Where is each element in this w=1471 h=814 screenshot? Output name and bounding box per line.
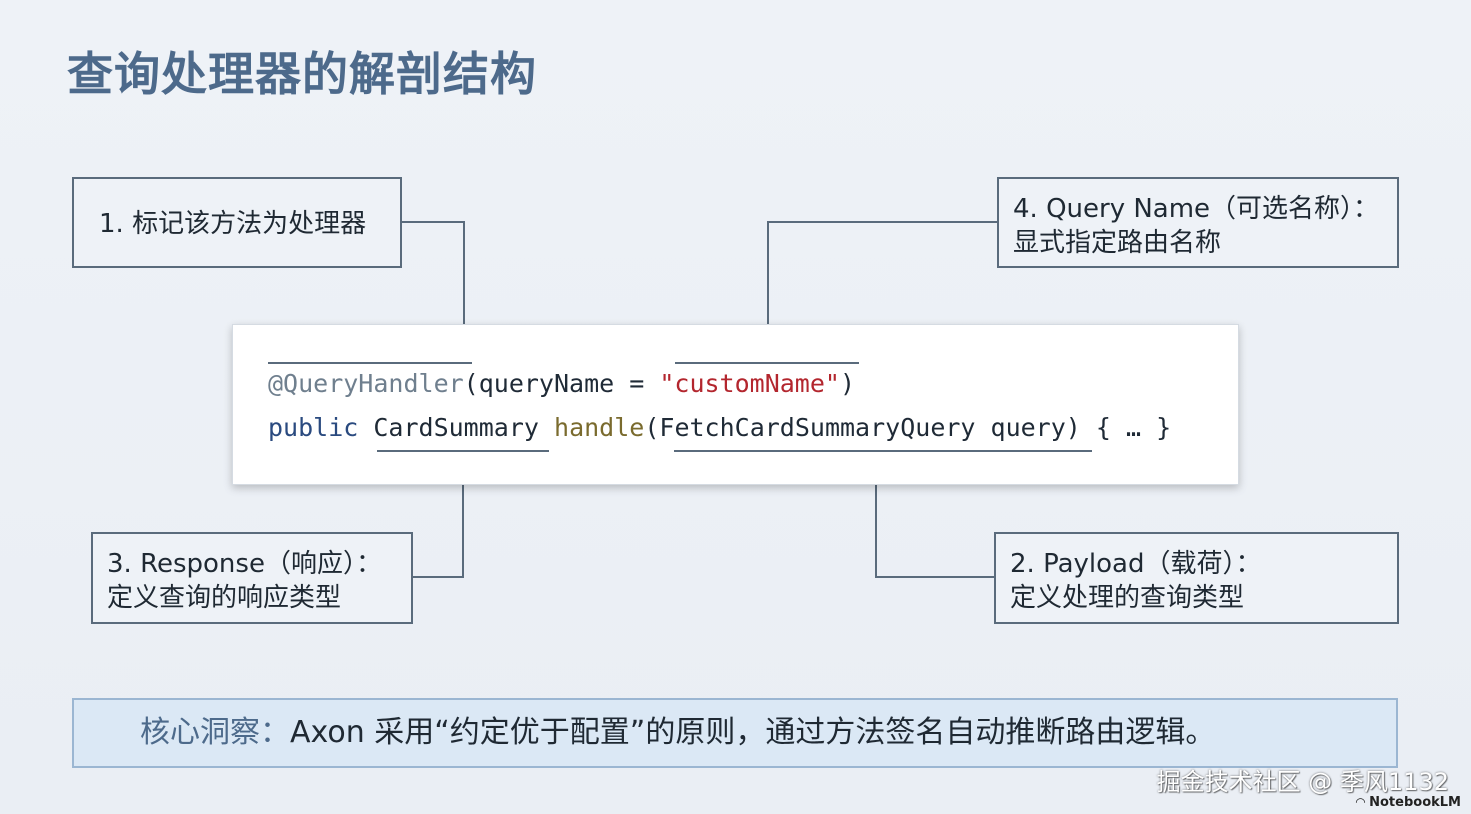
notebooklm-logo-icon: ◠ [1355, 795, 1366, 809]
callout-marker: 1. 标记该方法为处理器 [72, 177, 402, 268]
code-param-rest: query) { … } [975, 413, 1172, 442]
callout-response-title: 3. Response（响应）： [107, 549, 382, 579]
callout-marker-text: 1. 标记该方法为处理器 [99, 209, 367, 239]
connector-response-h [412, 576, 464, 578]
connector-payload-v [875, 452, 877, 578]
callout-query-name-desc: 显式指定路由名称 [1013, 228, 1222, 258]
code-keyword: public [268, 413, 359, 442]
code-space [358, 413, 373, 442]
connector-query-name-h [767, 221, 998, 223]
code-open-paren: ( [644, 413, 660, 442]
brand-logo: ◠NotebookLM [1356, 795, 1461, 810]
code-return-type: CardSummary [373, 413, 539, 442]
callout-query-name: 4. Query Name（可选名称）： 显式指定路由名称 [997, 177, 1399, 268]
callout-response: 3. Response（响应）： 定义查询的响应类型 [91, 532, 413, 624]
code-string-literal: "customName" [659, 369, 840, 398]
watermark: 掘金技术社区 @ 季风1132 [1156, 768, 1449, 796]
callout-payload: 2. Payload（载荷）： 定义处理的查询类型 [994, 532, 1399, 624]
connector-marker-v [463, 221, 465, 363]
code-snippet-panel [232, 324, 1239, 485]
connector-payload-h [875, 576, 995, 578]
code-param-type: FetchCardSummaryQuery [659, 413, 976, 442]
brand-name: NotebookLM [1369, 795, 1461, 810]
code-annotation: @QueryHandler [268, 369, 464, 398]
connector-marker-h [401, 221, 465, 223]
insight-text: Axon 采用“约定优于配置”的原则，通过方法签名自动推断路由逻辑。 [290, 715, 1216, 750]
underline-param-type [674, 450, 1092, 452]
connector-response-v [462, 452, 464, 578]
underline-query-name [675, 362, 859, 364]
code-line-annotation: @QueryHandler(queryName = "customName") [268, 369, 855, 398]
underline-return-type [377, 450, 549, 452]
callout-response-desc: 定义查询的响应类型 [107, 583, 342, 613]
code-param-open: (queryName = [463, 369, 660, 398]
code-method-name: handle [554, 413, 645, 442]
insight-banner: 核心洞察：Axon 采用“约定优于配置”的原则，通过方法签名自动推断路由逻辑。 [72, 698, 1398, 768]
insight-label: 核心洞察： [140, 715, 290, 750]
underline-annotation [268, 362, 472, 364]
callout-payload-desc: 定义处理的查询类型 [1010, 583, 1245, 613]
connector-query-name-v [767, 221, 769, 363]
page-title: 查询处理器的解剖结构 [67, 47, 537, 101]
callout-payload-title: 2. Payload（载荷）： [1010, 549, 1262, 579]
code-space [539, 413, 554, 442]
code-line-signature: public CardSummary handle(FetchCardSumma… [268, 413, 1171, 442]
callout-query-name-title: 4. Query Name（可选名称）： [1013, 194, 1380, 224]
code-close-paren: ) [839, 369, 856, 398]
